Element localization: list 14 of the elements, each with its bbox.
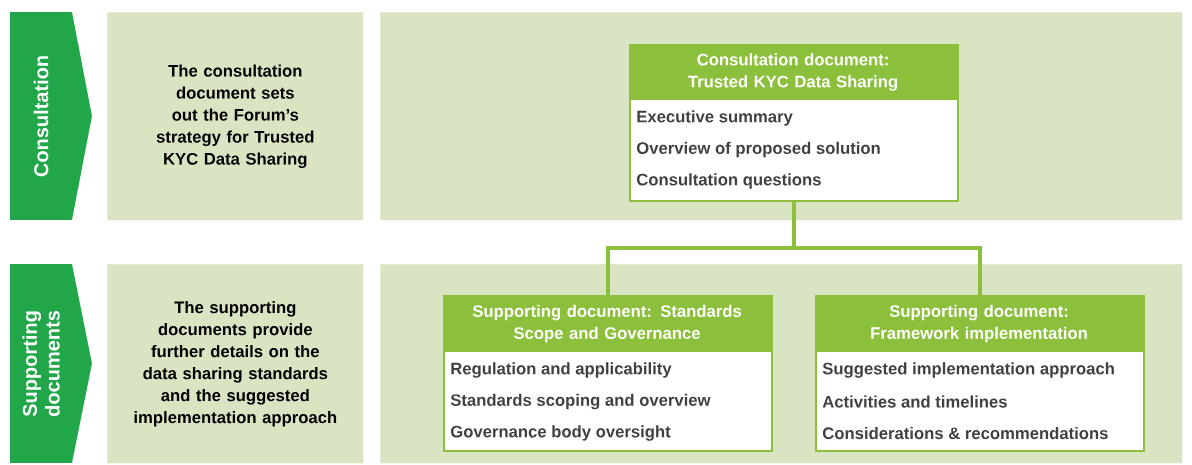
list-item: Considerations & recommendations	[822, 426, 1108, 440]
list-item: Regulation and applicability	[451, 362, 672, 378]
chevron-label: Supporting documents	[10, 264, 92, 463]
list-item: Consultation questions	[636, 173, 821, 189]
list-item: Executive summary	[637, 110, 793, 126]
list-item: Governance body oversight	[450, 425, 671, 441]
chevron-label: Consultation	[10, 12, 92, 220]
list-item: Overview of proposed solution	[636, 141, 880, 158]
text-panel: The consultation document sets out the Forum’s strategy for Trusted KYC Data Sharing	[107, 12, 364, 221]
list-item: Standards scoping and overview	[450, 393, 711, 410]
list-item: Activities and timelines	[822, 395, 1007, 408]
list-item: Suggested implementation approach	[822, 362, 1114, 378]
text-panel: The supporting documents provide further details on the data sharing standards and the suggested implementation approach	[107, 264, 364, 464]
connector-line	[792, 202, 982, 295]
